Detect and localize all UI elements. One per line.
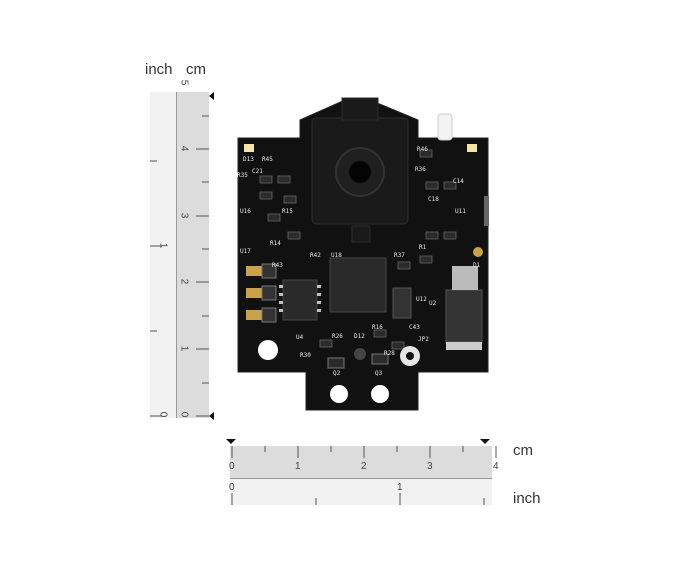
- silkscreen-label: C43: [409, 324, 420, 331]
- h-inch-tick-1: 1: [397, 482, 403, 493]
- silkscreen-label: R35: [237, 172, 248, 179]
- silkscreen-label: C18: [428, 196, 439, 203]
- horizontal-ruler-inch-label: inch: [513, 490, 541, 507]
- silkscreen-label: R43: [272, 262, 283, 269]
- silkscreen-label: R36: [415, 166, 426, 173]
- silkscreen-label: R15: [282, 208, 293, 215]
- silkscreen-label: R14: [270, 240, 281, 247]
- silkscreen-label: JP2: [418, 336, 429, 343]
- silkscreen-label: U18: [331, 252, 342, 259]
- silkscreen-label: D13: [243, 156, 254, 163]
- silkscreen-label: R16: [372, 324, 383, 331]
- h-cm-tick-3: 3: [427, 461, 433, 472]
- horizontal-ruler-cm-label: cm: [513, 442, 533, 459]
- h-inch-tick-0: 0: [229, 482, 235, 493]
- silkscreen-label: R28: [384, 350, 395, 357]
- silkscreen-label: U12: [416, 296, 427, 303]
- h-cm-tick-0: 0: [229, 461, 235, 472]
- vertical-ruler-cm-label: cm: [186, 61, 206, 78]
- silkscreen-label: D1: [473, 262, 481, 269]
- silkscreen-label: R37: [394, 252, 405, 259]
- silkscreen-label: R30: [300, 352, 311, 359]
- silkscreen-label: U4: [296, 334, 304, 341]
- vertical-ruler-inch-label: inch: [145, 61, 173, 78]
- silkscreen-label: U17: [240, 248, 251, 255]
- h-cm-tick-4: 4: [493, 461, 499, 472]
- silkscreen-label: C21: [252, 168, 263, 175]
- silkscreen-label: U16: [240, 208, 251, 215]
- h-cm-tick-2: 2: [361, 461, 367, 472]
- h-cm-tick-1: 1: [295, 461, 301, 472]
- silkscreen-label: R45: [262, 156, 273, 163]
- silkscreen-label: R46: [417, 146, 428, 153]
- silkscreen-label: Q3: [375, 370, 383, 377]
- silkscreen-label: U2: [429, 300, 437, 307]
- silkscreen-label: D12: [354, 333, 365, 340]
- silkscreen-label: Q2: [333, 370, 341, 377]
- silkscreen-label: R42: [310, 252, 321, 259]
- silkscreen-label: C14: [453, 178, 464, 185]
- silkscreen-label: R1: [419, 244, 427, 251]
- silkscreen-label: R26: [332, 333, 343, 340]
- silkscreen-label: U11: [455, 208, 466, 215]
